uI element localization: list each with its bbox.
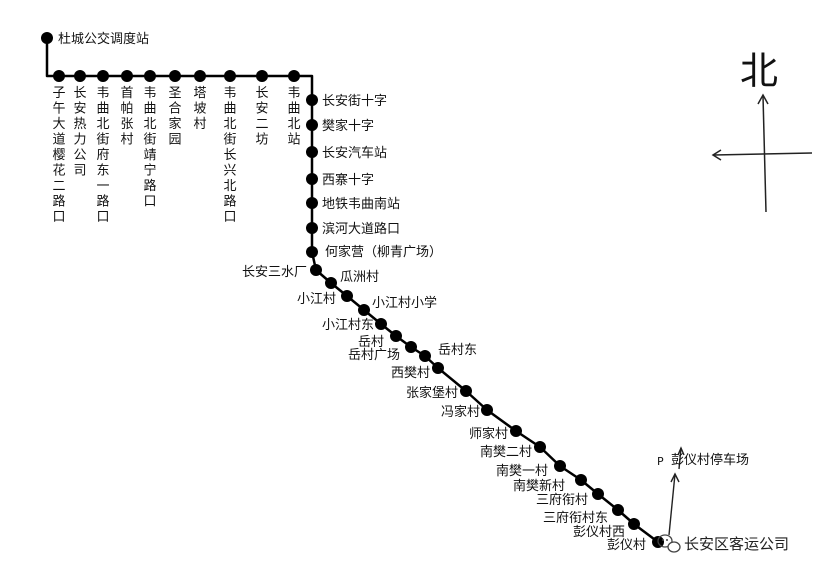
station-label-6: 圣合家园 — [168, 86, 181, 148]
station-label-35: 彭仪村西 — [573, 525, 625, 540]
station-label-30: 南樊二村 — [480, 444, 532, 460]
station-label-19: 瓜洲村 — [340, 270, 379, 285]
station-label-26: 西樊村 — [391, 366, 430, 381]
station-label-9: 长安二坊 — [255, 86, 268, 148]
station-labels: 杜城公交调度站子午大道樱花二路口长安热力公司韦曲北街府东一路口首帕张村韦曲北街靖… — [52, 31, 646, 553]
stop-26 — [432, 362, 444, 374]
station-label-12: 樊家十字 — [322, 118, 374, 134]
parking-arrow-icon — [670, 472, 680, 483]
parking-label: 彭仪村停车场 — [671, 452, 749, 468]
station-label-3: 韦曲北街府东一路口 — [96, 86, 109, 225]
parking: P 彭仪村停车场 — [657, 446, 749, 536]
route-line — [45, 38, 659, 543]
station-label-14: 西寨十字 — [322, 172, 374, 188]
compass-horizontal-line — [713, 152, 813, 156]
stop-4 — [121, 70, 133, 82]
stop-2 — [74, 70, 86, 82]
route-stops — [41, 32, 664, 548]
station-label-36: 彭仪村 — [607, 538, 646, 553]
station-label-33: 三府衔村 — [536, 493, 588, 508]
station-label-23: 岳村 — [358, 335, 384, 350]
stop-15 — [306, 197, 318, 209]
station-label-34: 三府衔村东 — [543, 511, 608, 526]
north-arrow-icon — [757, 93, 769, 105]
parking-marker: P — [657, 455, 664, 468]
stop-30 — [534, 441, 546, 453]
stop-14 — [306, 173, 318, 185]
stop-32 — [575, 474, 587, 486]
station-label-25: 岳村东 — [438, 343, 477, 358]
stop-11 — [306, 94, 318, 106]
stop-31 — [554, 460, 566, 472]
stop-6 — [169, 70, 181, 82]
watermark-text: 长安区客运公司 — [684, 535, 789, 553]
compass: 北 — [711, 49, 813, 213]
parking-arrow-icon-2 — [677, 446, 685, 456]
stop-33 — [592, 488, 604, 500]
station-label-4: 首帕张村 — [120, 86, 133, 148]
wechat-icon — [657, 534, 681, 553]
station-label-8: 韦曲北街长兴北路口 — [223, 86, 236, 225]
station-label-20: 小江村 — [297, 292, 336, 307]
station-label-17: 何家营（柳青广场） — [325, 244, 442, 260]
route-polyline — [45, 38, 659, 543]
station-label-22: 小江村东 — [322, 318, 374, 333]
station-label-24: 岳村广场 — [348, 348, 400, 363]
stop-28 — [481, 404, 493, 416]
stop-1 — [53, 70, 65, 82]
station-label-15: 地铁韦曲南站 — [322, 196, 400, 212]
west-arrow-icon — [711, 149, 722, 161]
stop-25 — [419, 350, 431, 362]
terminal-label: 杜城公交调度站 — [58, 31, 149, 47]
stop-3 — [97, 70, 109, 82]
station-label-11: 长安街十字 — [322, 94, 387, 109]
stop-29 — [510, 425, 522, 437]
stop-27 — [460, 385, 472, 397]
stop-18 — [310, 264, 322, 276]
watermark: 长安区客运公司 — [657, 534, 789, 553]
station-label-28: 冯家村 — [441, 404, 480, 420]
station-label-13: 长安汽车站 — [322, 145, 387, 161]
stop-5 — [144, 70, 156, 82]
stop-34 — [612, 504, 624, 516]
stop-21 — [358, 304, 370, 316]
station-label-27: 张家堡村 — [406, 385, 458, 401]
stop-8 — [224, 70, 236, 82]
stop-20 — [341, 290, 353, 302]
stop-16 — [306, 222, 318, 234]
parking-arrow-line-2 — [678, 447, 682, 470]
station-label-18: 长安三水厂 — [242, 265, 307, 280]
stop-13 — [306, 146, 318, 158]
stop-22 — [375, 318, 387, 330]
stop-19 — [325, 277, 337, 289]
station-label-2: 长安热力公司 — [73, 86, 86, 179]
station-label-5: 韦曲北街靖宁路口 — [143, 86, 156, 210]
stop-10 — [288, 70, 300, 82]
stop-17 — [306, 246, 318, 258]
station-label-32: 南樊新村 — [513, 478, 565, 494]
stop-9 — [256, 70, 268, 82]
station-label-10: 韦曲北站 — [287, 86, 300, 148]
stop-23 — [390, 330, 402, 342]
stop-35 — [628, 518, 640, 530]
station-label-16: 滨河大道路口 — [322, 221, 400, 237]
stop-7 — [194, 70, 206, 82]
station-label-29: 师家村 — [469, 426, 508, 442]
station-label-7: 塔坡村 — [193, 86, 206, 132]
stop-12 — [306, 119, 318, 131]
parking-arrow-line — [668, 473, 676, 536]
station-label-21: 小江村小学 — [372, 295, 437, 311]
stop-24 — [405, 341, 417, 353]
station-label-31: 南樊一村 — [496, 463, 548, 479]
terminal-stop — [41, 32, 53, 44]
station-label-1: 子午大道樱花二路口 — [52, 86, 65, 225]
north-label: 北 — [740, 49, 778, 93]
